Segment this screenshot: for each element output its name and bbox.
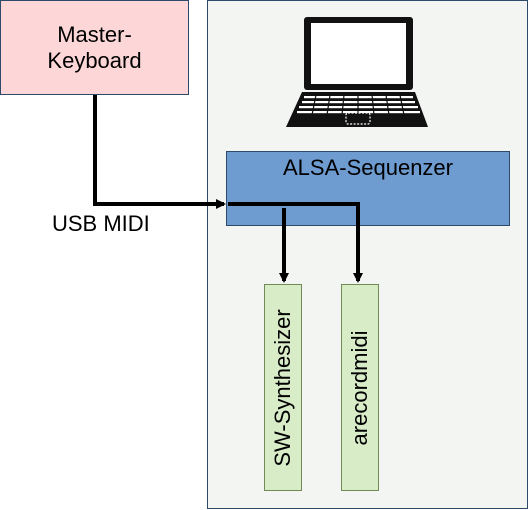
alsa-sequencer-label: ALSA-Sequenzer [283, 155, 453, 180]
usb-midi-edge [93, 95, 226, 209]
usb-midi-label: USB MIDI [52, 211, 150, 236]
alsa-sequencer-node [226, 151, 510, 226]
arecordmidi-node: arecordmidi [341, 284, 379, 491]
master-keyboard-label-line2: Keyboard [47, 47, 142, 73]
master-keyboard-label-line1: Master- [57, 21, 132, 47]
sw-synthesizer-node: SW-Synthesizer [264, 284, 302, 491]
master-keyboard-node: Master- Keyboard [0, 0, 189, 95]
